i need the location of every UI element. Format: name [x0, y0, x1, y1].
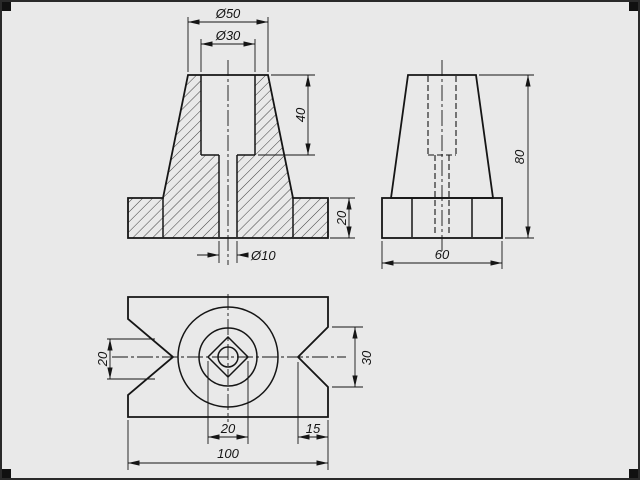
front-dimensions: Ø50 Ø30 40 20 Ø10: [187, 6, 355, 263]
dim-label-flange-20: 20: [334, 210, 349, 226]
dim-label-bottom-20: 20: [220, 421, 236, 436]
top-dimensions: 20 30 20 15 100: [95, 326, 374, 470]
frame-corner-mark: [629, 469, 638, 478]
dim-label-100: 100: [217, 446, 239, 461]
frame-corner-mark: [2, 469, 11, 478]
dim-label-right-30: 30: [359, 350, 374, 365]
front-internal-edges: [162, 75, 294, 237]
dim-label-bottom-15: 15: [306, 421, 321, 436]
dim-label-40: 40: [293, 107, 308, 122]
dim-label-left-20: 20: [95, 351, 110, 367]
front-silhouette: [127, 74, 329, 239]
side-dimensions: 80 60: [381, 74, 534, 269]
dim-label-60: 60: [435, 247, 450, 262]
top-outline-with-notches: [127, 296, 329, 418]
front-section-view: Ø50 Ø30 40 20 Ø10: [127, 6, 355, 265]
section-hatching: [128, 75, 328, 238]
top-view: 20 30 20 15 100: [95, 294, 374, 470]
dim-label-dia50: Ø50: [215, 6, 241, 21]
frame-corner-mark: [629, 2, 638, 11]
frame-corner-mark: [2, 2, 11, 11]
dim-label-dia10: Ø10: [250, 248, 276, 263]
side-view: 80 60: [381, 60, 534, 269]
dim-label-dia30: Ø30: [215, 28, 241, 43]
side-hidden-lines: [427, 76, 457, 236]
dim-label-80: 80: [512, 149, 527, 164]
